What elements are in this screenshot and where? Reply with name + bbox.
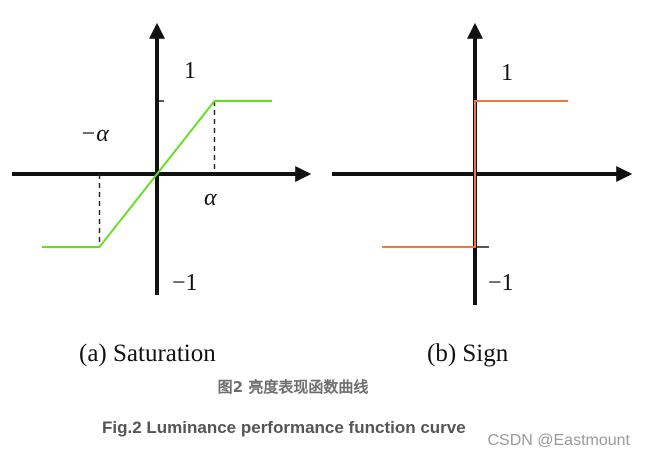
- chart-a-ytick-label-1: 1: [184, 58, 196, 84]
- chart-b-ytick-label-1: 1: [501, 60, 513, 86]
- watermark: CSDN @Eastmount: [487, 432, 630, 449]
- caption-english: Fig.2 Luminance performance function cur…: [102, 418, 466, 437]
- chart-a-ytick-label-neg1: −1: [172, 270, 198, 296]
- chart-b-ytick-label-neg1: −1: [488, 270, 514, 296]
- chart-a-xtick-label-alpha: α: [204, 185, 217, 211]
- chart-b: 1 −1 (b) Sign: [332, 22, 633, 367]
- chart-a-saturation-curve: [42, 100, 272, 248]
- chart-a-subtitle: (a) Saturation: [79, 340, 216, 367]
- caption-chinese: 图2 亮度表现函数曲线: [217, 378, 369, 396]
- chart-a-xtick-label-neg-alpha: −α: [80, 121, 109, 147]
- chart-b-sign-curve: [382, 100, 568, 248]
- chart-b-subtitle: (b) Sign: [427, 340, 509, 367]
- chart-a: 1 −1 −α α (a) Saturation: [12, 22, 312, 367]
